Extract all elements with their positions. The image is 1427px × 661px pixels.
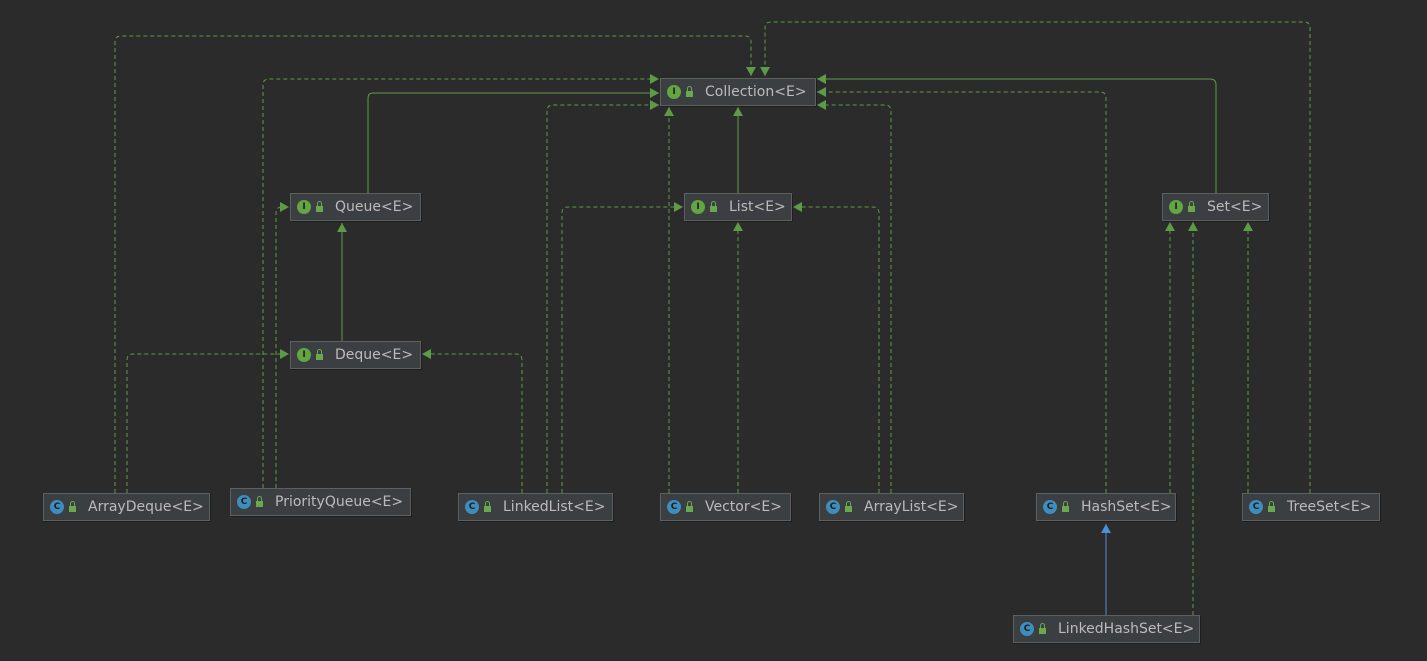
- node-label: Set<E>: [1207, 199, 1263, 215]
- edge-arraydeque-collection: [114, 35, 756, 493]
- node-linkedhashset[interactable]: C LinkedHashSet<E>: [1013, 615, 1200, 643]
- node-label: Deque<E>: [335, 347, 414, 363]
- lock-icon: [484, 500, 491, 512]
- lock-icon: [1268, 500, 1275, 512]
- edge-queue-collection: [367, 88, 659, 193]
- interface-icon: I: [691, 200, 705, 214]
- lock-icon: [686, 500, 693, 512]
- node-label: ArrayList<E>: [864, 499, 959, 515]
- node-linkedlist[interactable]: C LinkedList<E>: [458, 493, 613, 521]
- class-icon: C: [1020, 622, 1034, 636]
- node-label: Queue<E>: [335, 199, 414, 215]
- class-icon: C: [465, 500, 479, 514]
- class-icon: C: [237, 495, 251, 509]
- interface-icon: I: [297, 200, 311, 214]
- node-collection[interactable]: I Collection<E>: [660, 78, 816, 106]
- lock-icon: [69, 500, 76, 512]
- edge-arraylist-list: [793, 202, 880, 493]
- node-label: List<E>: [729, 199, 786, 215]
- node-label: ArrayDeque<E>: [88, 499, 204, 515]
- node-label: TreeSet<E>: [1287, 499, 1372, 515]
- node-deque[interactable]: I Deque<E>: [290, 341, 421, 369]
- lock-icon: [845, 500, 852, 512]
- class-icon: C: [1043, 500, 1057, 514]
- edge-treeset-collection: [760, 21, 1311, 493]
- class-icon: C: [50, 500, 64, 514]
- interface-icon: I: [1169, 200, 1183, 214]
- edge-arraydeque-deque: [126, 349, 289, 493]
- interface-icon: I: [667, 85, 681, 99]
- lock-icon: [686, 85, 693, 97]
- node-label: Collection<E>: [705, 84, 807, 100]
- node-label: Vector<E>: [705, 499, 782, 515]
- lock-icon: [316, 348, 323, 360]
- class-icon: C: [667, 500, 681, 514]
- lock-icon: [1188, 200, 1195, 212]
- node-set[interactable]: I Set<E>: [1162, 193, 1269, 221]
- node-queue[interactable]: I Queue<E>: [290, 193, 421, 221]
- node-label: HashSet<E>: [1081, 499, 1172, 515]
- node-arraylist[interactable]: C ArrayList<E>: [819, 493, 964, 521]
- lock-icon: [710, 200, 717, 212]
- lock-icon: [1039, 622, 1046, 634]
- class-icon: C: [1249, 500, 1263, 514]
- edge-linkedlist-collection: [546, 100, 659, 493]
- node-list[interactable]: I List<E>: [684, 193, 792, 221]
- node-priorityqueue[interactable]: C PriorityQueue<E>: [230, 488, 411, 516]
- lock-icon: [1062, 500, 1069, 512]
- edge-hashset-collection: [817, 87, 1107, 493]
- edge-priorityqueue-queue: [275, 202, 289, 488]
- node-hashset[interactable]: C HashSet<E>: [1036, 493, 1176, 521]
- edge-priorityqueue-collection: [262, 74, 659, 488]
- node-label: PriorityQueue<E>: [275, 494, 404, 510]
- edge-set-collection: [817, 74, 1217, 193]
- lock-icon: [316, 200, 323, 212]
- interface-icon: I: [297, 348, 311, 362]
- lock-icon: [256, 495, 263, 507]
- node-treeset[interactable]: C TreeSet<E>: [1242, 493, 1380, 521]
- node-label: LinkedList<E>: [503, 499, 606, 515]
- edge-arraylist-collection: [817, 100, 892, 493]
- edge-linkedlist-deque: [422, 349, 523, 493]
- node-label: LinkedHashSet<E>: [1058, 621, 1195, 637]
- edge-linkedlist-list: [561, 202, 683, 493]
- node-arraydeque[interactable]: C ArrayDeque<E>: [43, 493, 210, 521]
- node-vector[interactable]: C Vector<E>: [660, 493, 791, 521]
- class-icon: C: [826, 500, 840, 514]
